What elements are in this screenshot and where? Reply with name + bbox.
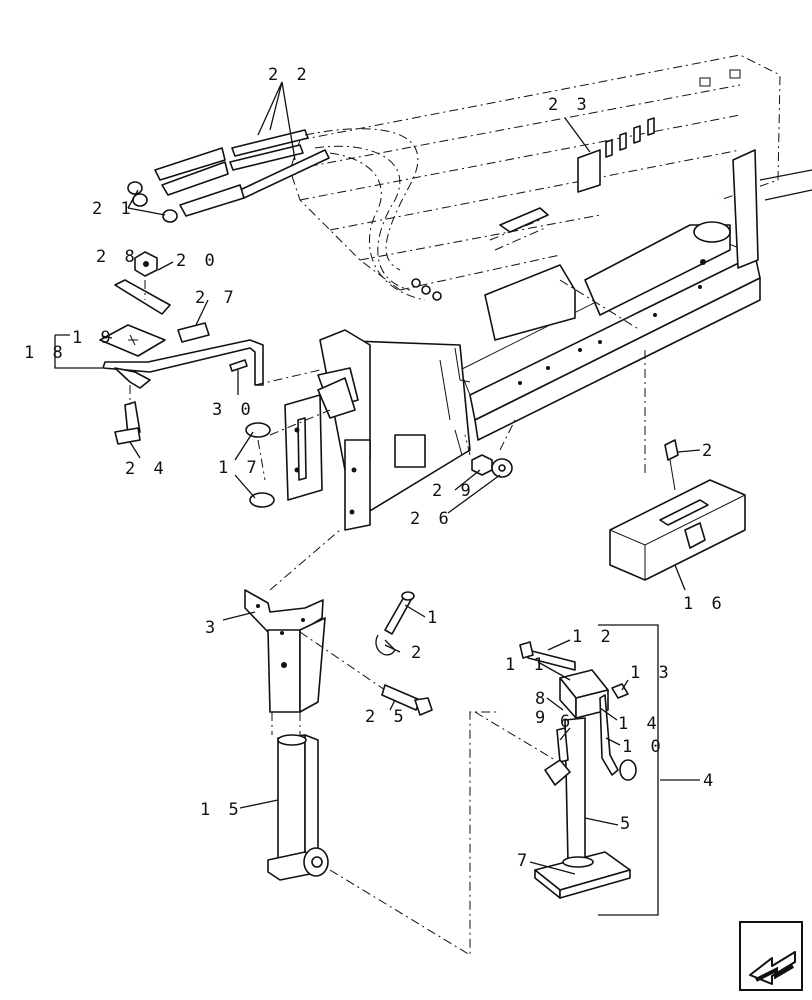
callout-26: 2 6 — [410, 509, 453, 529]
callout-22: 2 2 — [268, 65, 311, 85]
callout-28: 2 8 — [96, 247, 139, 267]
hitch-tongue-frame — [289, 54, 812, 291]
callout-23: 2 3 — [548, 95, 591, 115]
callout-21: 2 1 — [92, 199, 135, 219]
callout-30: 3 0 — [212, 400, 255, 420]
callout-4: 4 — [703, 771, 717, 791]
callout-5: 5 — [620, 814, 634, 834]
frame-channel — [459, 149, 761, 441]
jack-assembly — [474, 624, 659, 916]
hose-bracket — [577, 117, 655, 193]
nut-and-washer — [464, 419, 516, 478]
mounting-plate — [284, 207, 576, 531]
previous-page-arrow-icon[interactable] — [739, 921, 803, 991]
callout-leaders — [54, 81, 701, 875]
callout-9: 9 — [535, 708, 549, 728]
hose-holder-assembly — [99, 251, 331, 508]
jack-stand — [267, 711, 500, 956]
callout-29: 2 9 — [432, 481, 475, 501]
callout-18: 1 8 — [24, 343, 67, 363]
callout-2-toolbox: 2 — [702, 441, 716, 461]
callout-3: 3 — [205, 618, 219, 638]
jack-mount-bracket — [244, 529, 386, 735]
hydraulic-hoses — [127, 128, 442, 301]
callout-6: 6 — [560, 712, 574, 732]
callout-14: 1 4 — [618, 714, 661, 734]
toolbox — [559, 279, 746, 581]
callout-20: 2 0 — [176, 251, 219, 271]
callout-27: 2 7 — [195, 288, 238, 308]
callout-13: 1 3 — [630, 663, 673, 683]
callout-8: 8 — [535, 689, 549, 709]
callout-12: 1 2 — [572, 627, 615, 647]
callout-7: 7 — [517, 851, 531, 871]
callout-labels: 2 2 2 3 2 1 2 8 2 0 2 7 1 9 1 8 3 0 2 4 … — [24, 65, 726, 871]
callout-24: 2 4 — [125, 459, 168, 479]
callout-10: 1 0 — [622, 737, 665, 757]
callout-2-clip: 2 — [411, 643, 425, 663]
callout-15: 1 5 — [200, 800, 243, 820]
callout-19: 1 9 — [72, 328, 115, 348]
callout-11: 1 1 — [505, 655, 548, 675]
callout-1: 1 — [427, 608, 441, 628]
callout-16: 1 6 — [683, 594, 726, 614]
callout-25: 2 5 — [365, 707, 408, 727]
callout-17: 1 7 — [218, 458, 261, 478]
